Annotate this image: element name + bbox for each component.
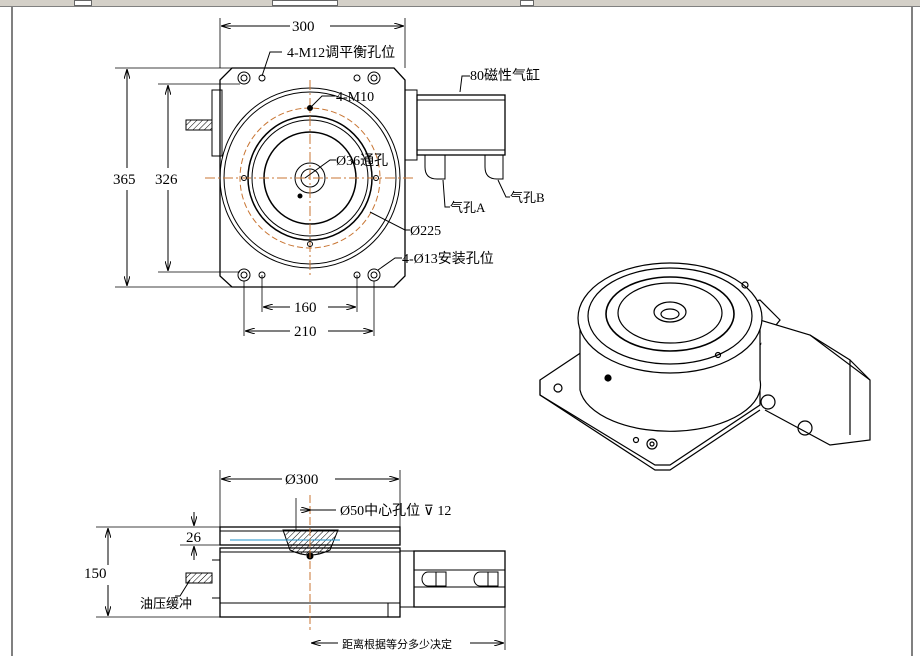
label-diameter-225: Ø225 <box>410 224 441 239</box>
top-view <box>115 18 510 336</box>
side-cylinder <box>413 550 506 608</box>
base-plate <box>219 67 406 288</box>
side-view <box>96 470 506 650</box>
dim-width: 300 <box>292 19 315 35</box>
label-port-b: 气孔B <box>510 190 545 205</box>
drawing-canvas: 300 365 326 160 210 4-M12调平衡孔位 4-M10 Ø36… <box>0 7 920 656</box>
label-port-a: 气孔A <box>450 200 486 215</box>
label-oil-buffer: 油压缓冲 <box>140 596 192 611</box>
isometric-view <box>539 262 871 471</box>
magnetic-cylinder <box>416 94 506 156</box>
label-cylinder: 80磁性气缸 <box>470 67 540 84</box>
toolbar-field[interactable] <box>74 0 92 6</box>
label-distance: 距离根据等分多少决定 <box>342 637 452 651</box>
toolbar-field[interactable] <box>272 0 338 6</box>
side-oil-buffer <box>185 572 213 584</box>
toolbar <box>0 0 920 7</box>
top-view-labels: 300 365 326 160 210 4-M12调平衡孔位 4-M10 Ø36… <box>113 19 545 340</box>
label-mount-holes: 4-Ø13安装孔位 <box>402 251 494 267</box>
label-m10: 4-M10 <box>336 90 374 105</box>
label-balance-holes: 4-M12调平衡孔位 <box>287 45 395 61</box>
side-view-labels: Ø300 Ø50中心孔位 ⊽ 12 26 150 油压缓冲 距离根据等分多少决定 <box>84 472 452 651</box>
dim-side-diameter: Ø300 <box>285 472 318 488</box>
toolbar-button[interactable] <box>520 0 534 6</box>
dim-plate-thickness: 26 <box>186 530 202 546</box>
dim-hole-spacing-inner: 160 <box>294 300 317 316</box>
port-b-fitting <box>484 155 504 180</box>
dim-center-hole: Ø50中心孔位 ⊽ 12 <box>340 503 451 519</box>
technical-drawing: 300 365 326 160 210 4-M12调平衡孔位 4-M10 Ø36… <box>11 7 913 656</box>
dim-hole-spacing-outer: 210 <box>294 324 317 340</box>
oil-buffer <box>185 119 213 131</box>
iso-cylinder <box>759 319 871 446</box>
port-a-fitting <box>424 155 446 180</box>
dim-height-inner: 326 <box>155 172 178 188</box>
dim-height-outer: 365 <box>113 172 136 188</box>
label-through-hole: Ø36通孔 <box>336 153 388 169</box>
dim-side-height: 150 <box>84 566 107 582</box>
